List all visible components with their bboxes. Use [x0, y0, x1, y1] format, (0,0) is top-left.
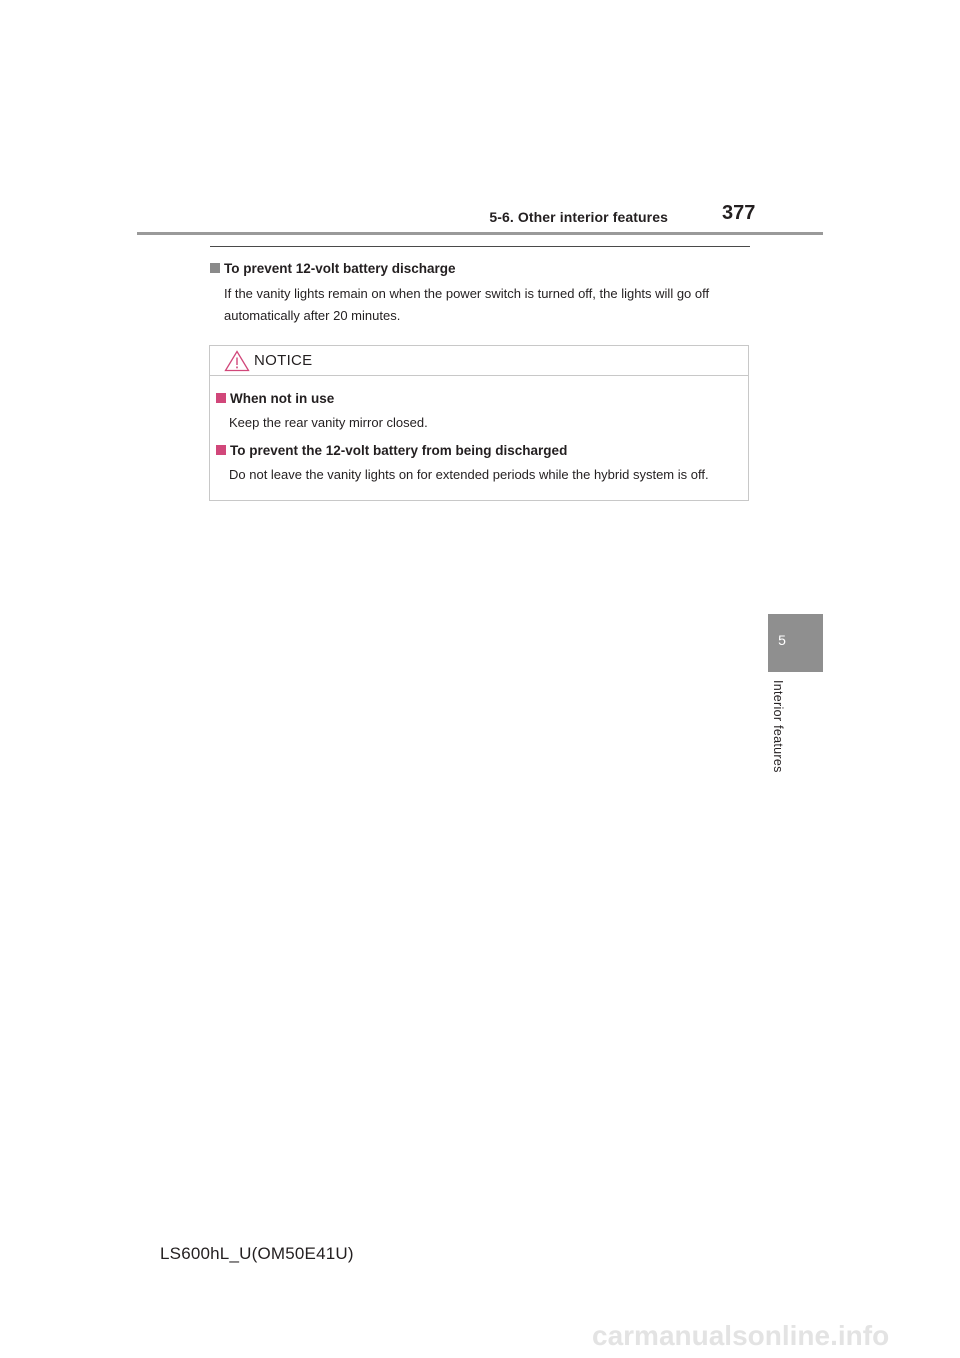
- chapter-heading: 5-6. Other interior features: [489, 209, 668, 225]
- page-number: 377: [722, 202, 756, 224]
- notice-item-title-text: To prevent the 12-volt battery from bein…: [230, 443, 568, 458]
- section-title: To prevent 12-volt battery discharge: [210, 260, 755, 278]
- section-body: If the vanity lights remain on when the …: [224, 286, 710, 323]
- notice-item-body: Do not leave the vanity lights on for ex…: [229, 467, 709, 482]
- notice-item-title: To prevent the 12-volt battery from bein…: [216, 442, 748, 460]
- notice-item: When not in use Keep the rear vanity mir…: [216, 390, 748, 434]
- notice-label: NOTICE: [254, 352, 313, 369]
- notice-header: NOTICE: [210, 346, 748, 376]
- watermark: carmanualsonline.info: [592, 1320, 890, 1351]
- notice-body: When not in use Keep the rear vanity mir…: [210, 376, 748, 486]
- chapter-tab-number: 5: [778, 632, 786, 648]
- square-bullet-icon: [216, 445, 226, 455]
- notice-box: NOTICE When not in use Keep the rear van…: [209, 345, 749, 501]
- section-title-text: To prevent 12-volt battery discharge: [224, 261, 456, 276]
- square-bullet-icon: [216, 393, 226, 403]
- square-bullet-icon: [210, 263, 220, 273]
- notice-item-body: Keep the rear vanity mirror closed.: [229, 415, 428, 430]
- battery-discharge-section: To prevent 12-volt battery discharge If …: [210, 260, 755, 327]
- chapter-tab: 5: [768, 614, 823, 672]
- content-divider: [210, 246, 750, 247]
- notice-item-title-text: When not in use: [230, 391, 335, 406]
- notice-item: To prevent the 12-volt battery from bein…: [216, 442, 748, 486]
- header-divider: [137, 232, 823, 235]
- chapter-tab-label: Interior features: [771, 680, 785, 773]
- manual-code: LS600hL_U(OM50E41U): [160, 1244, 354, 1263]
- notice-item-title: When not in use: [216, 390, 748, 408]
- warning-triangle-icon: [224, 350, 250, 372]
